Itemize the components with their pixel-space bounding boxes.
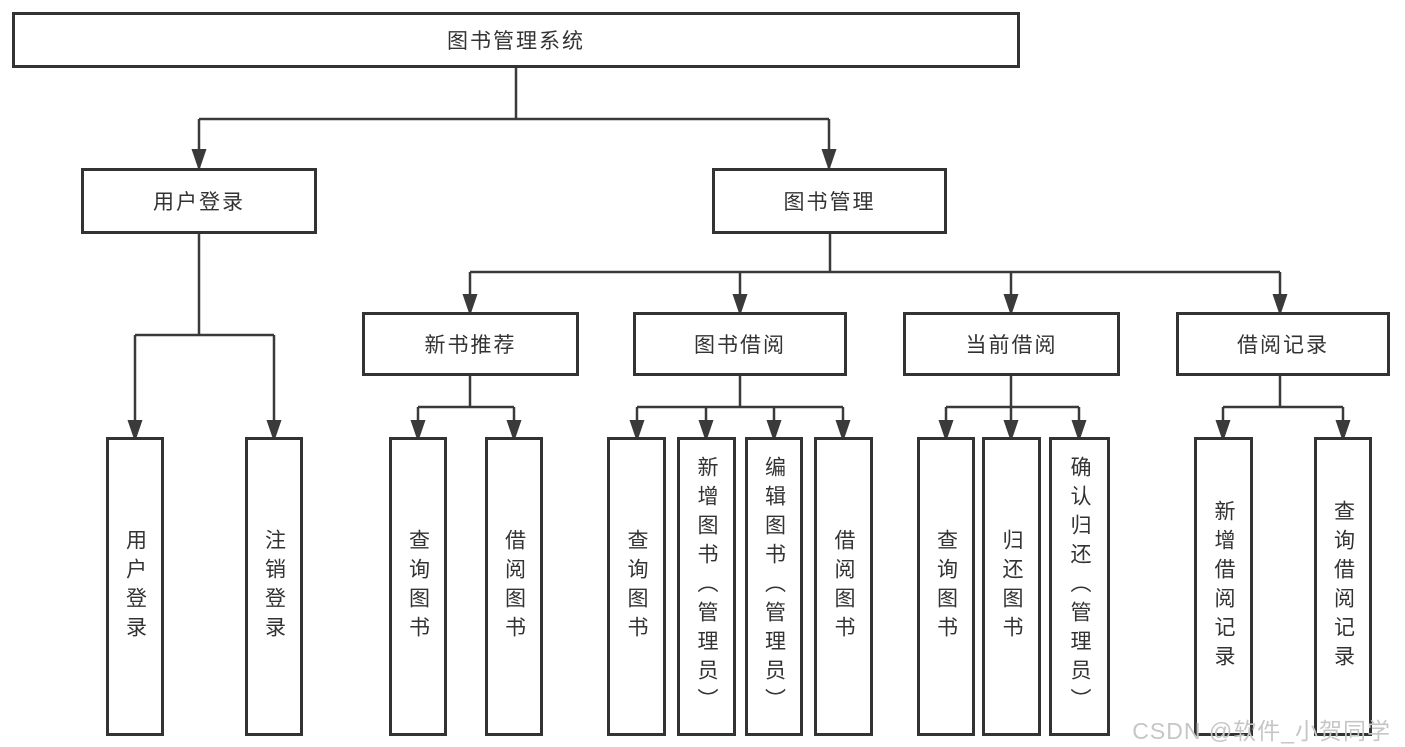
leaf-logout: 注销登录 bbox=[245, 437, 303, 736]
watermark: CSDN @软件_小贺同学 bbox=[1132, 718, 1391, 744]
node-book-borrowing: 图书借阅 bbox=[633, 312, 847, 376]
node-borrowing-records: 借阅记录 bbox=[1176, 312, 1390, 376]
node-user-login: 用户登录 bbox=[81, 168, 317, 234]
leaf-add-borrow-record: 新增借阅记录 bbox=[1194, 437, 1253, 736]
leaf-query-borrow-record: 查询借阅记录 bbox=[1314, 437, 1372, 736]
leaf-return-books: 归还图书 bbox=[982, 437, 1041, 736]
node-new-book-recommendation: 新书推荐 bbox=[362, 312, 579, 376]
leaf-user-login: 用户登录 bbox=[106, 437, 164, 736]
leaf-edit-books-admin: 编辑图书（管理员） bbox=[745, 437, 803, 736]
leaf-confirm-return-admin: 确认归还（管理员） bbox=[1049, 437, 1110, 736]
node-book-management: 图书管理 bbox=[712, 168, 947, 234]
leaf-query-books: 查询图书 bbox=[389, 437, 447, 736]
leaf-query-books-3: 查询图书 bbox=[917, 437, 975, 736]
node-current-borrowing: 当前借阅 bbox=[903, 312, 1120, 376]
leaf-borrow-books: 借阅图书 bbox=[485, 437, 543, 736]
leaf-add-books-admin: 新增图书（管理员） bbox=[677, 437, 736, 736]
leaf-borrow-books-2: 借阅图书 bbox=[814, 437, 873, 736]
node-library-management-system: 图书管理系统 bbox=[12, 12, 1020, 68]
leaf-query-books-2: 查询图书 bbox=[607, 437, 666, 736]
